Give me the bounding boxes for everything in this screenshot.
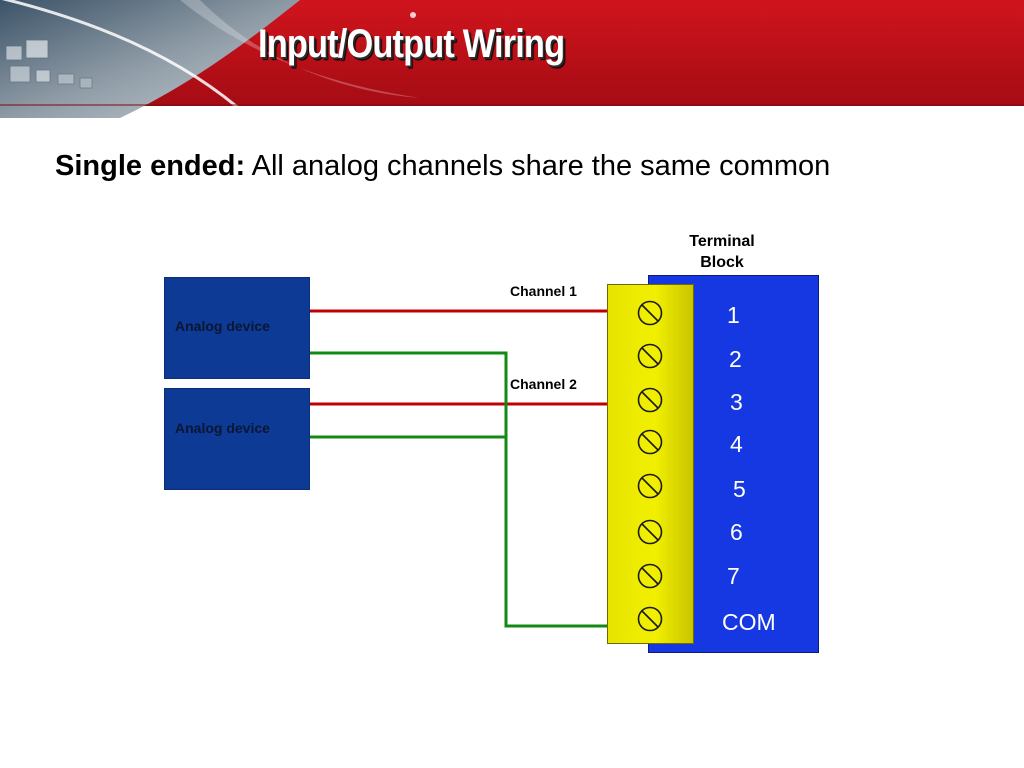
decorative-chips [5,39,93,89]
subtitle-bold: Single ended: [55,150,246,182]
screw-icon [637,473,663,499]
analog-device-1-label: Analog device [175,318,270,334]
terminal-label-6: 6 [730,519,743,545]
terminal-block-title-line2: Block [700,254,744,271]
screw-icon [637,519,663,545]
terminal-label-7: 7 [727,563,740,589]
channel-2-label: Channel 2 [510,376,577,392]
terminal-label-4: 4 [730,431,743,457]
screw-icon [637,606,663,632]
analog-device-2: Analog device [164,388,310,490]
screw-icon [637,563,663,589]
terminal-block-title-line1: Terminal [689,233,755,250]
terminal-label-3: 3 [730,389,743,415]
terminal-label-1: 1 [727,302,740,328]
analog-device-2-label: Analog device [175,420,270,436]
header-banner [0,0,1024,118]
screw-icon [637,300,663,326]
subtitle-text: All analog channels share the same commo… [245,150,831,182]
channel-1-label: Channel 1 [510,283,577,299]
slide-title: Input/Output Wiring [258,22,565,66]
device-1-common-wire [310,351,607,628]
terminal-label-com: COM [722,609,776,635]
screw-icon [637,343,663,369]
screw-icon [637,429,663,455]
screw-icon [637,387,663,413]
terminal-block-title: Terminal Block [664,231,780,273]
analog-device-1: Analog device [164,277,310,379]
slide-subtitle: Single ended: All analog channels share … [55,150,830,183]
terminal-label-5: 5 [733,476,746,502]
terminal-label-2: 2 [729,346,742,372]
